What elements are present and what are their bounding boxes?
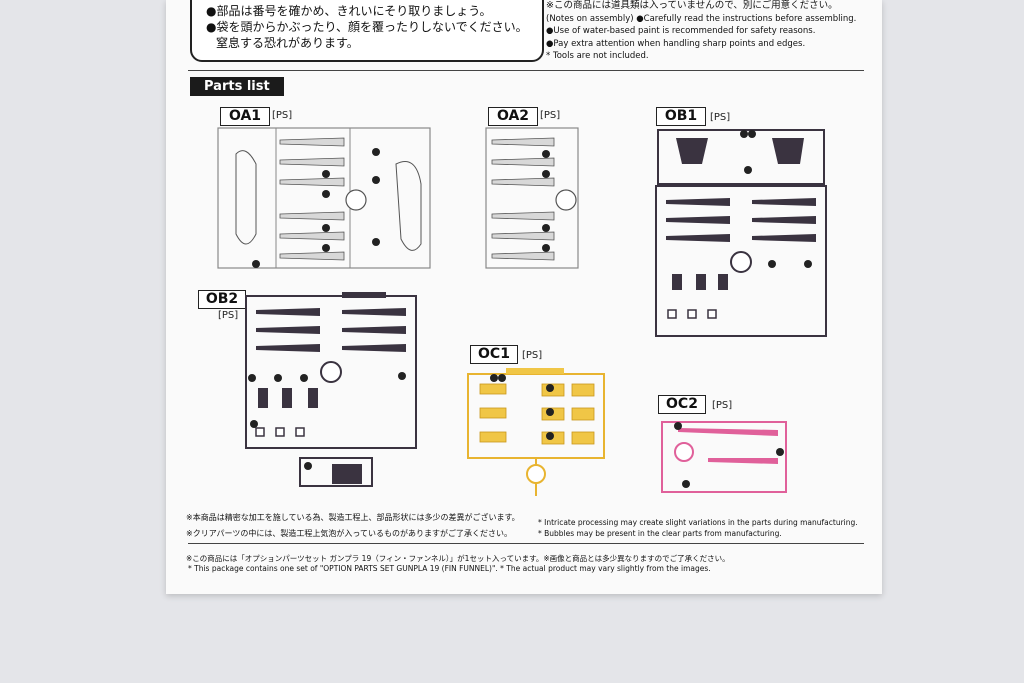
runner-ob2-diagram [245,292,417,487]
footnote-en-1: * Intricate processing may create slight… [538,518,858,527]
instruction-sheet: ●部品は番号を確かめ、きれいにそり取りましょう。 ●袋を頭からかぶったり、顔を覆… [166,0,882,594]
notes-line-3: ●Pay extra attention when handling sharp… [546,38,806,49]
warning-line-1: ●部品は番号を確かめ、きれいにそり取りましょう。 [206,4,492,18]
footnote-jp-2: ※クリアパーツの中には、製造工程上気泡が入っているものがありますがご了承ください… [186,529,512,538]
notes-line-2: ●Use of water-based paint is recommended… [546,26,816,36]
notes-line-1: (Notes on assembly) ●Carefully read the … [546,13,857,24]
runner-oa1-diagram [217,127,431,269]
runner-label-oc1: OC1 [470,345,518,364]
safety-warning-box: ●部品は番号を確かめ、きれいにそり取りましょう。 ●袋を頭からかぶったり、顔を覆… [190,0,544,62]
runner-material-oa2: [PS] [540,110,561,121]
runner-material-oa1: [PS] [272,110,293,121]
runner-material-ob2: [PS] [218,310,239,321]
notes-jp: ※この商品には道具類は入っていませんので、別にご用意ください。 [546,0,838,11]
runner-material-oc2: [PS] [712,400,733,411]
runner-label-oa1: OA1 [220,107,270,126]
footnote-jp-1: ※本商品は精密な加工を施している為、製造工程上、部品形状には多少の差異がございま… [186,513,520,522]
top-divider [188,70,864,71]
bottom-divider [188,543,864,544]
notes-line-4: * Tools are not included. [546,51,649,61]
footnote-en-2: * Bubbles may be present in the clear pa… [538,529,782,538]
runner-label-ob1: OB1 [656,107,706,126]
warning-line-2: ●袋を頭からかぶったり、顔を覆ったりしないでください。 [206,20,528,34]
runner-ob1-diagram [655,129,827,337]
warning-line-3: 窒息する恐れがあります。 [216,36,359,50]
runner-oc2-diagram [661,421,787,493]
runner-label-oc2: OC2 [658,395,706,414]
runner-oa2-diagram [485,127,579,269]
runner-label-oa2: OA2 [488,107,538,126]
runner-material-oc1: [PS] [522,350,543,361]
assembly-notes: ※この商品には道具類は入っていませんので、別にご用意ください。 (Notes o… [546,0,876,63]
runner-label-ob2: OB2 [198,290,246,309]
parts-list-title: Parts list [190,77,284,96]
footnote-jp-3: ※この商品には「オプションパーツセット ガンプラ 19（フィン・ファンネル）」が… [186,554,730,563]
runner-material-ob1: [PS] [710,112,731,123]
runner-oc1-diagram [467,368,605,496]
footnote-en-3: * This package contains one set of "OPTI… [188,564,711,573]
